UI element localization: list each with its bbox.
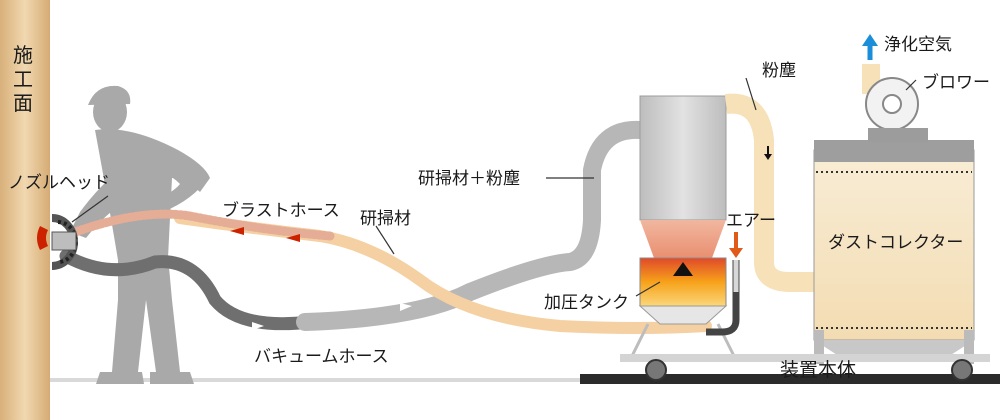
blast-hose-label: ブラストホース — [222, 200, 340, 221]
vacuum-flow-arrow-2 — [400, 303, 412, 311]
cyclone-box — [639, 95, 727, 221]
cart-platform — [620, 354, 990, 362]
wheel-left — [645, 359, 667, 381]
rail — [580, 374, 1000, 384]
vacuum-flow-arrow-1 — [252, 322, 264, 330]
wall-surface — [0, 0, 50, 420]
vacuum-hose-gray — [296, 120, 657, 331]
blower-hub — [882, 94, 902, 114]
frame-leg — [630, 323, 650, 357]
wall-label-2: 工 — [13, 67, 33, 91]
air-label: エアー — [726, 211, 776, 231]
dust-label: 粉塵 — [762, 61, 796, 81]
abrasive-label: 研掃材 — [360, 209, 411, 229]
leader-dust — [745, 77, 757, 111]
abrasive-dust-label: 研掃材＋粉塵 — [418, 169, 520, 189]
blast-hose — [65, 209, 335, 241]
dust-collector-label: ダストコレクター — [828, 233, 963, 253]
pressure-tank-label: 加圧タンク — [544, 293, 629, 313]
leader-nozzle — [71, 195, 109, 223]
air-pipe — [706, 260, 740, 336]
dust-collector — [813, 149, 975, 341]
main-unit-label: 装置本体 — [780, 359, 856, 381]
vacuum-hose-label: バキュームホース — [254, 347, 389, 367]
dust-flow-arrow-head — [764, 154, 772, 160]
worker-silhouette — [70, 85, 210, 384]
wall-label-3: 面 — [13, 91, 33, 115]
tank-up-arrow — [673, 262, 693, 276]
tank-cone — [638, 305, 728, 325]
clean-air-arrow-head — [862, 34, 878, 46]
blast-flow-arrow-1 — [286, 234, 300, 242]
collector-leg-left — [814, 330, 824, 364]
leader-tank — [635, 281, 661, 297]
dust-duct — [724, 93, 814, 292]
blower-label: ブロワー — [922, 72, 990, 93]
wheel-right — [951, 359, 973, 381]
nozzle-head-label: ノズルヘッド — [8, 173, 110, 193]
air-arrow-head — [729, 248, 743, 258]
leader-blower — [905, 79, 917, 91]
nozzle-head — [37, 214, 78, 270]
blower-base — [868, 128, 928, 142]
blast-flow-arrow-2 — [230, 227, 244, 235]
hopper — [640, 220, 726, 258]
clean-air-label: 浄化空気 — [884, 35, 952, 55]
collector-leg-right — [964, 330, 974, 364]
leader-abrasive — [375, 225, 395, 255]
collector-top — [814, 140, 974, 162]
vacuum-hose-dark — [59, 249, 317, 331]
wall-label-1: 施 — [13, 43, 33, 67]
